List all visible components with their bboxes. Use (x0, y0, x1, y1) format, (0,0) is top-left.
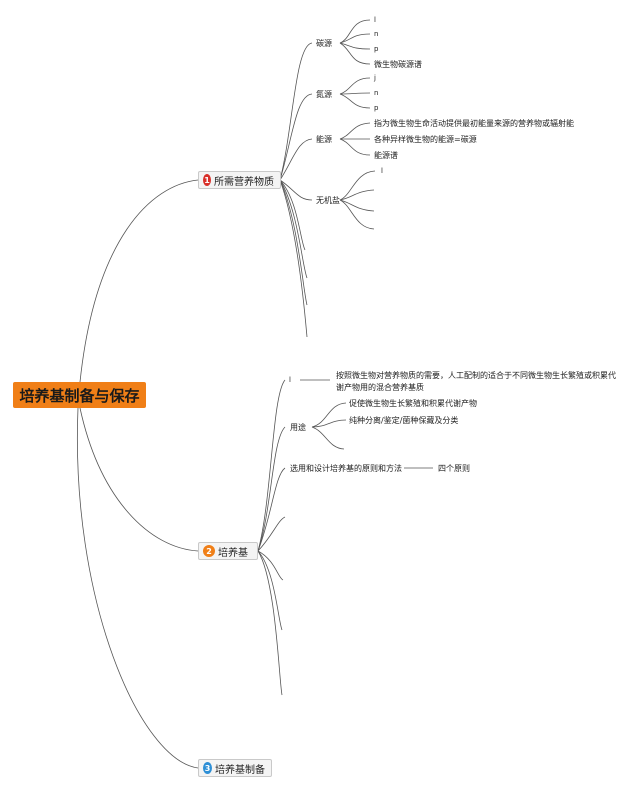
root-node[interactable]: 培养基制备与保存 (13, 382, 146, 408)
branch2-number-badge: 2 (203, 545, 215, 557)
definition-line-2: 谢产物用的混合营养基质 (336, 383, 424, 392)
energy-source-label[interactable]: 能源 (316, 135, 332, 144)
carbon-item-3: p (374, 45, 379, 53)
energy-item-1: 指为微生物生命活动提供最初能量来源的营养物或辐射能 (374, 119, 574, 128)
link-b1-empty3 (279, 179, 308, 306)
energy-item-3: 能源谱 (374, 151, 398, 160)
nitrogen-item-3: p (374, 104, 379, 112)
definition-marker[interactable]: l (289, 376, 291, 384)
link-nitrogen-j (339, 77, 371, 95)
link-b2-empty3 (257, 550, 283, 631)
link-b2-uses (257, 426, 286, 552)
branch1-number-badge: 1 (203, 174, 211, 186)
link-b1-empty1 (279, 179, 306, 251)
link-b2-empty1 (257, 516, 286, 552)
branch-medium[interactable]: 2 培养基 (198, 542, 258, 560)
link-uses-empty (311, 426, 345, 450)
inorganic-item-1: l (381, 167, 383, 175)
branch1-label: 所需营养物质 (214, 176, 274, 188)
link-carbon-n (339, 33, 371, 44)
link-b1-empty2 (279, 179, 308, 279)
link-carbon-spectrum (339, 42, 371, 65)
link-carbon-l (339, 19, 371, 44)
link-inorganic-empty3 (339, 199, 375, 230)
link-b2-def (257, 379, 286, 552)
link-root-branch3 (76, 407, 199, 769)
carbon-item-4: 微生物碳源谱 (374, 60, 422, 69)
link-root-branch1 (79, 179, 199, 383)
uses-item-2: 纯种分离/鉴定/菌种保藏及分类 (349, 416, 459, 425)
link-inorganic-empty2 (339, 199, 375, 212)
link-b2-design (257, 467, 286, 552)
link-b1-carbon (279, 42, 313, 181)
link-b2-empty2 (257, 550, 284, 581)
link-carbon-p (339, 42, 371, 50)
branch-medium-preparation[interactable]: 3 培养基制备 (198, 759, 272, 777)
design-principles-label[interactable]: 选用和设计培养基的原则和方法 (290, 464, 402, 473)
link-b1-nitrogen (279, 93, 313, 181)
link-b1-inorganic (279, 179, 313, 201)
nitrogen-source-label[interactable]: 氮源 (316, 90, 332, 99)
uses-label[interactable]: 用途 (290, 423, 306, 432)
root-title: 培养基制备与保存 (19, 386, 140, 405)
branch3-label: 培养基制备 (215, 764, 265, 776)
link-b1-empty4 (279, 179, 308, 338)
link-root-branch2 (79, 407, 199, 552)
four-principles-label: 四个原则 (438, 464, 470, 473)
branch2-label: 培养基 (218, 547, 248, 559)
inorganic-salt-label[interactable]: 无机盐 (316, 196, 340, 205)
energy-item-2: 各种异样微生物的能源=碳源 (374, 135, 477, 144)
link-nitrogen-n (339, 92, 371, 95)
link-energy-1 (339, 122, 371, 140)
link-b2-empty4 (257, 550, 283, 696)
link-inorganic-l (339, 170, 376, 201)
uses-item-1: 促使微生物生长繁殖和积累代谢产物 (349, 399, 477, 408)
carbon-item-1: l (374, 16, 376, 24)
branch3-number-badge: 3 (203, 762, 212, 774)
link-inorganic-empty1 (339, 189, 375, 201)
carbon-item-2: n (374, 30, 379, 38)
link-uses-2 (311, 419, 347, 428)
link-b1-energy (279, 138, 313, 181)
branch-nutrients[interactable]: 1 所需营养物质 (198, 171, 281, 189)
carbon-source-label[interactable]: 碳源 (316, 39, 332, 48)
link-energy-3 (339, 138, 371, 156)
definition-line-1: 按照微生物对营养物质的需要，人工配制的适合于不同微生物生长繁殖或积累代 (336, 371, 616, 380)
link-nitrogen-p (339, 93, 371, 109)
link-uses-1 (311, 402, 347, 428)
nitrogen-item-1: j (374, 74, 376, 82)
nitrogen-item-2: n (374, 89, 379, 97)
